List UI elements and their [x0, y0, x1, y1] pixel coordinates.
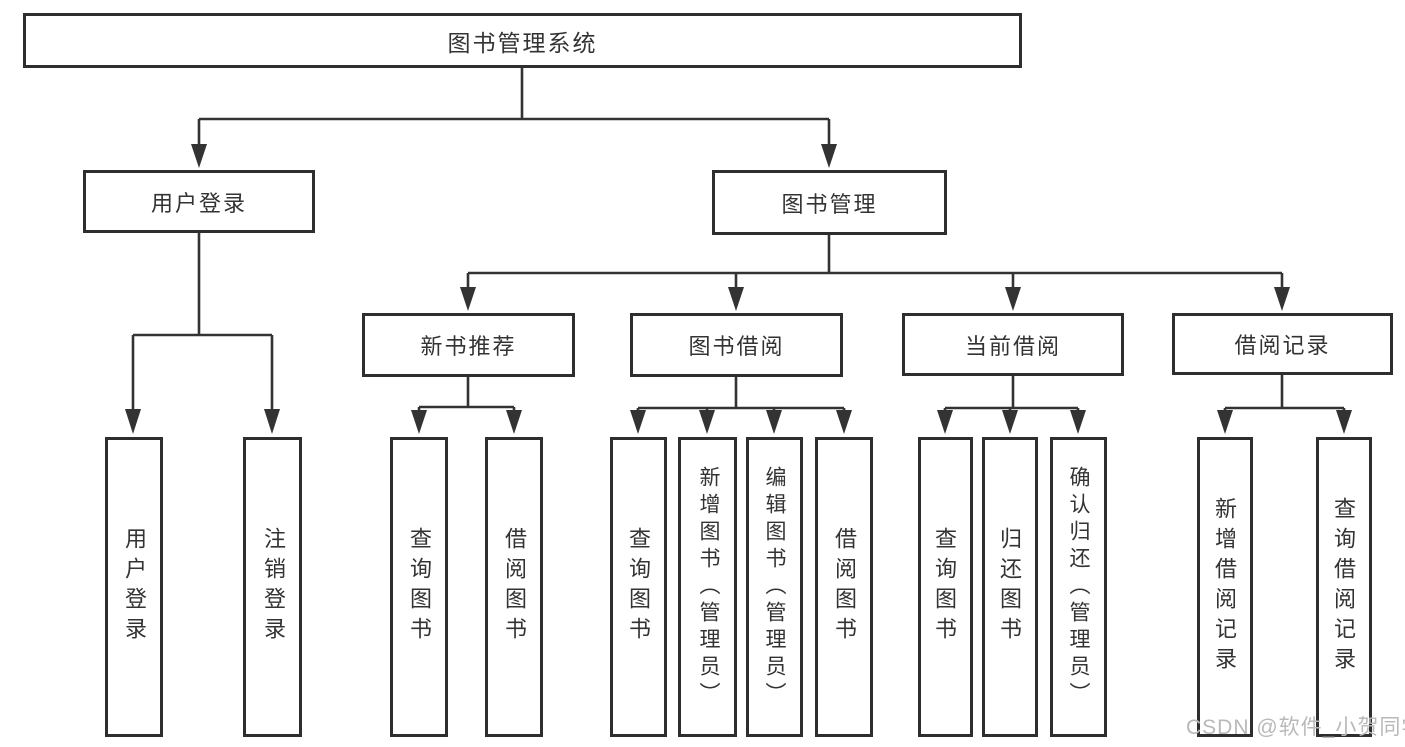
node-book-mgmt: 图书管理	[712, 170, 947, 235]
leaf-add-book-admin: 新增图书（管理员）	[678, 437, 737, 737]
leaf-logout-login: 注销登录	[243, 437, 302, 737]
leaf-borrow-books: 借阅图书	[815, 437, 873, 737]
node-borrow-records: 借阅记录	[1172, 313, 1393, 375]
node-book-borrow: 图书借阅	[630, 313, 843, 377]
leaf-borrow-books-recommend: 借阅图书	[485, 437, 543, 737]
node-root: 图书管理系统	[23, 13, 1022, 68]
connector-current-borrow-split	[943, 376, 1080, 411]
leaf-edit-book-admin: 编辑图书（管理员）	[746, 437, 803, 737]
node-user-login: 用户登录	[83, 170, 315, 233]
arrowheads	[125, 144, 1352, 434]
connector-root-split	[197, 68, 831, 145]
leaf-query-borrow-record: 查询借阅记录	[1316, 437, 1372, 737]
node-current-borrow: 当前借阅	[902, 313, 1124, 376]
leaf-user-login: 用户登录	[105, 437, 163, 737]
node-new-book-recommend: 新书推荐	[362, 313, 575, 377]
leaf-query-books-borrow: 查询图书	[610, 437, 667, 737]
leaf-confirm-return-admin: 确认归还（管理员）	[1050, 437, 1107, 737]
connector-book-mgmt-split	[466, 235, 1284, 288]
leaf-return-books: 归还图书	[982, 437, 1038, 737]
leaf-query-books-recommend: 查询图书	[390, 437, 448, 737]
connector-borrow-records-split	[1223, 375, 1346, 411]
connector-new-book-split	[417, 377, 516, 411]
connector-book-borrow-split	[636, 377, 846, 411]
connector-user-login-split	[131, 233, 274, 410]
watermark: CSDN @软件_小贺同学	[1186, 716, 1405, 739]
leaf-query-books-current: 查询图书	[918, 437, 973, 737]
leaf-add-borrow-record: 新增借阅记录	[1197, 437, 1253, 737]
